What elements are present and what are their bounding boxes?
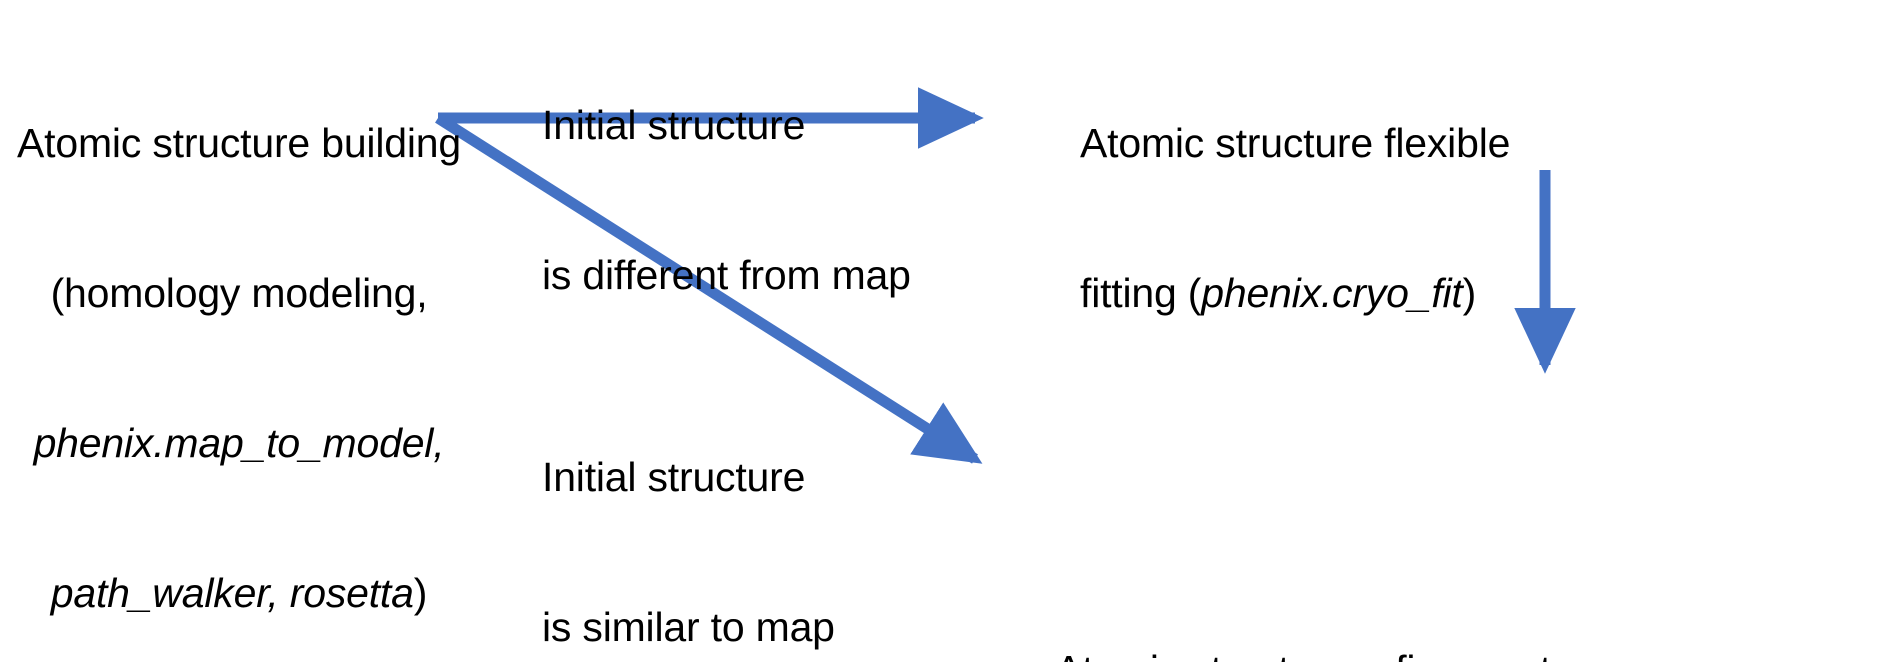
node-atomic-structure-flexible-fitting: Atomic structure flexible fitting (pheni…	[1080, 18, 1580, 418]
node-build-line-2: (homology modeling,	[50, 270, 428, 317]
edge-label-different-line-1: Initial structure	[542, 102, 806, 149]
edge-label-different-line-2: is different from map	[542, 252, 911, 299]
node-flexfit-suffix: )	[1462, 270, 1477, 317]
node-build-line-4-italic: path_walker, rosetta	[50, 570, 414, 617]
node-atomic-structure-building: Atomic structure building (homology mode…	[8, 18, 470, 662]
edge-label-similar-line-2: is similar to map	[542, 604, 835, 651]
node-refine-line-1: Atomic structure refinement	[1055, 645, 1884, 662]
node-build-line-3: phenix.map_to_model,	[33, 420, 445, 467]
node-flexfit-program-name: phenix.cryo_fit	[1201, 270, 1463, 317]
node-build-line-4-tail: )	[413, 570, 428, 617]
node-build-line-4: path_walker, rosetta)	[8, 568, 470, 618]
node-flexfit-line-1: Atomic structure flexible	[1080, 120, 1511, 167]
node-flexfit-prefix: fitting (	[1080, 270, 1202, 317]
node-build-line-1: Atomic structure building	[17, 120, 461, 167]
edge-label-similar-line-1: Initial structure	[542, 454, 806, 501]
edge-label-is-different-from-map: Initial structure is different from map	[542, 0, 962, 400]
edge-label-is-similar-to-map: Initial structure is similar to map	[542, 352, 962, 662]
node-atomic-structure-refinement: Atomic structure refinement (phenix.real…	[1055, 545, 1884, 662]
node-flexfit-line-2: fitting (phenix.cryo_fit)	[1080, 268, 1580, 318]
